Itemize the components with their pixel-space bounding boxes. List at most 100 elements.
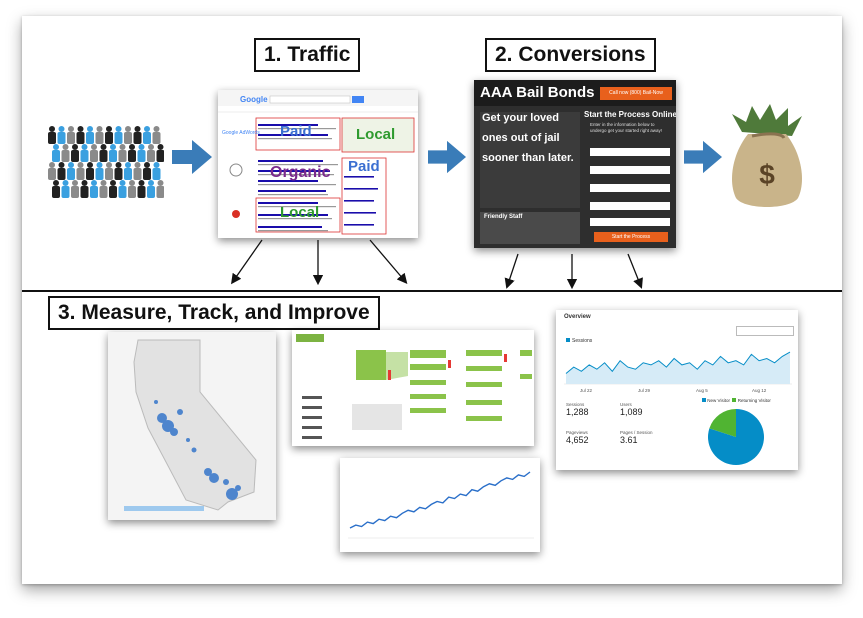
person-icon bbox=[71, 186, 79, 198]
metric-value: 1,089 bbox=[620, 407, 643, 417]
name-field[interactable] bbox=[590, 148, 670, 156]
person-icon bbox=[100, 144, 107, 150]
person-icon bbox=[72, 144, 78, 150]
metric-value: 3.61 bbox=[620, 435, 638, 445]
people-crowd-icon bbox=[48, 126, 164, 198]
person-icon bbox=[109, 150, 117, 162]
person-icon bbox=[48, 132, 56, 144]
person-icon bbox=[157, 180, 164, 186]
person-icon bbox=[52, 186, 60, 198]
person-icon bbox=[124, 132, 132, 144]
form-subtitle: Enter in the information below to underg… bbox=[590, 122, 663, 133]
person-icon bbox=[68, 162, 74, 168]
month-label: Aug 12 bbox=[752, 388, 767, 393]
email-field[interactable] bbox=[590, 184, 670, 192]
person-icon bbox=[86, 132, 94, 144]
person-icon bbox=[133, 168, 142, 180]
sessions-legend: Sessions bbox=[566, 338, 592, 344]
month-label: Jul 29 bbox=[638, 388, 651, 393]
metric-pageviews: Pageviews 4,652 bbox=[566, 430, 589, 445]
arrow-right-icon bbox=[684, 140, 722, 174]
person-icon bbox=[91, 180, 97, 186]
person-icon bbox=[49, 162, 55, 168]
metric-value: 4,652 bbox=[566, 435, 589, 445]
person-icon bbox=[76, 132, 85, 144]
person-icon bbox=[134, 126, 141, 132]
person-icon bbox=[62, 180, 69, 186]
person-icon bbox=[157, 144, 164, 150]
connector-arrows bbox=[231, 239, 643, 290]
person-icon bbox=[67, 132, 75, 144]
pie-slice-returning-visitor bbox=[709, 409, 736, 437]
person-icon bbox=[147, 186, 155, 198]
person-icon bbox=[118, 150, 127, 162]
section-divider bbox=[22, 290, 842, 292]
person-icon bbox=[153, 162, 160, 168]
person-icon bbox=[143, 168, 151, 180]
person-icon bbox=[144, 126, 150, 132]
organic-label: Organic bbox=[270, 164, 331, 181]
headline-line-1: Get your loved bbox=[482, 112, 560, 124]
person-icon bbox=[105, 168, 113, 180]
message-field[interactable] bbox=[590, 218, 670, 226]
person-icon bbox=[80, 186, 89, 198]
person-icon bbox=[80, 150, 89, 162]
person-icon bbox=[125, 162, 131, 168]
person-icon bbox=[114, 168, 123, 180]
legend-new-visitor: New Visitor bbox=[707, 398, 730, 403]
metric-pages-per-session: Pages / Session 3.61 bbox=[620, 430, 653, 445]
person-icon bbox=[138, 144, 145, 150]
person-icon bbox=[67, 168, 75, 180]
person-icon bbox=[119, 144, 126, 150]
person-icon bbox=[137, 186, 146, 198]
person-icon bbox=[90, 186, 98, 198]
google-logo: Google bbox=[240, 95, 268, 104]
person-icon bbox=[143, 132, 151, 144]
person-icon bbox=[148, 180, 154, 186]
address-field[interactable] bbox=[590, 202, 670, 210]
person-icon bbox=[61, 150, 70, 162]
call-now-button[interactable]: Call now (800) Bail-Now bbox=[600, 87, 672, 100]
person-icon bbox=[91, 144, 97, 150]
person-icon bbox=[109, 186, 117, 198]
person-icon bbox=[81, 180, 88, 186]
person-icon bbox=[147, 150, 155, 162]
person-icon bbox=[58, 162, 65, 168]
landing-page-screenshot: AAA Bail Bonds Call now (800) Bail-Now G… bbox=[474, 80, 676, 248]
person-icon bbox=[133, 132, 142, 144]
person-icon bbox=[110, 144, 116, 150]
person-icon bbox=[86, 168, 94, 180]
person-icon bbox=[99, 186, 108, 198]
month-label: Aug 5 bbox=[696, 388, 708, 393]
person-icon bbox=[125, 126, 131, 132]
friendly-staff-title: Friendly Staff bbox=[484, 214, 523, 220]
person-icon bbox=[77, 126, 84, 132]
metric-label: Sessions bbox=[566, 402, 585, 407]
person-icon bbox=[128, 150, 136, 162]
local-right-label: Local bbox=[356, 126, 396, 143]
phone-field[interactable] bbox=[590, 166, 670, 174]
person-icon bbox=[90, 150, 98, 162]
metric-users: Users 1,089 bbox=[620, 402, 643, 417]
range-buttons[interactable] bbox=[736, 326, 794, 336]
metric-value: 1,288 bbox=[566, 407, 589, 417]
submit-button[interactable]: Start the Process bbox=[594, 232, 668, 242]
metric-sessions: Sessions 1,288 bbox=[566, 402, 589, 417]
overview-tab[interactable]: Overview bbox=[564, 314, 591, 320]
person-icon bbox=[106, 162, 112, 168]
person-icon bbox=[144, 162, 150, 168]
trend-chart-screenshot bbox=[340, 458, 540, 552]
person-icon bbox=[152, 132, 161, 144]
person-icon bbox=[49, 126, 55, 132]
person-icon bbox=[148, 144, 154, 150]
money-bag-icon: $ bbox=[732, 104, 802, 207]
sessions-line bbox=[565, 351, 791, 374]
person-icon bbox=[156, 150, 164, 162]
legend-returning-visitor: Returning Visitor bbox=[737, 398, 771, 403]
person-icon bbox=[124, 168, 132, 180]
adwords-label: Google AdWords bbox=[222, 130, 260, 136]
headline-line-2: ones out of jail bbox=[482, 132, 560, 144]
person-icon bbox=[118, 186, 127, 198]
metric-label: Pageviews bbox=[566, 430, 588, 435]
person-icon bbox=[153, 126, 160, 132]
